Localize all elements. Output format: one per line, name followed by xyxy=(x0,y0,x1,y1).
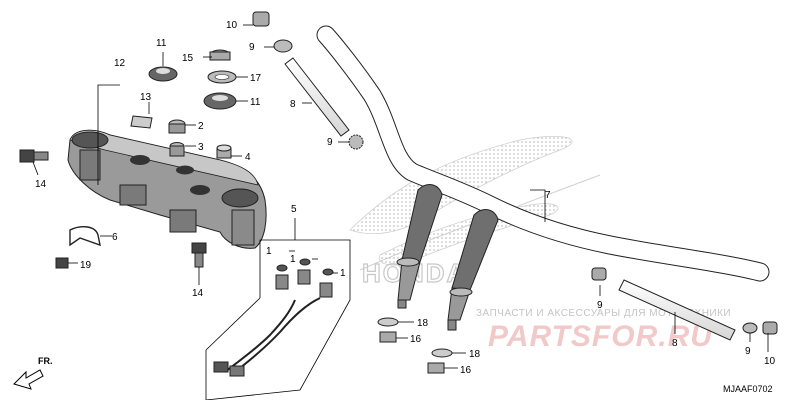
plate-13 xyxy=(130,115,153,129)
shop-tagline-watermark: ЗАПЧАСТИ И АКСЕССУАРЫ ДЛЯ МОТОТЕХНИКИ xyxy=(476,308,731,319)
cap-2 xyxy=(168,119,186,134)
callout-19: 19 xyxy=(80,260,92,271)
washer-18-left xyxy=(377,317,399,327)
callout-2: 2 xyxy=(198,121,204,132)
rubber-11-lower xyxy=(203,92,237,110)
callout-18-right: 18 xyxy=(469,349,481,360)
clip-6 xyxy=(69,226,101,247)
weight-8-top xyxy=(284,57,350,137)
bar-end-collar-10-far xyxy=(762,321,778,335)
callout-11-upper: 11 xyxy=(156,38,167,49)
callout-10-far: 10 xyxy=(764,356,776,367)
callout-16-left: 16 xyxy=(410,334,422,345)
callout-10-top: 10 xyxy=(226,20,238,31)
callout-6: 6 xyxy=(112,232,118,243)
callout-15: 15 xyxy=(182,53,194,64)
shop-logo-watermark: PARTSFOR.RU xyxy=(488,320,713,353)
callout-9-right: 9 xyxy=(597,300,603,311)
callout-16-right: 16 xyxy=(460,365,472,376)
nut-15 xyxy=(209,49,231,61)
rubber-11-upper xyxy=(148,66,178,82)
front-arrow-icon xyxy=(13,369,44,390)
callout-labels: 12 13 11 15 17 11 2 3 4 14 14 6 19 5 1 1… xyxy=(35,20,776,376)
callout-9-far: 9 xyxy=(745,346,751,357)
bolt-14-lower xyxy=(191,242,207,268)
front-label: FR. xyxy=(38,356,53,366)
callout-13: 13 xyxy=(140,92,152,103)
bar-end-collar-10-top xyxy=(252,11,270,27)
callout-14-lower: 14 xyxy=(192,288,204,299)
bar-end-collar-9-mid xyxy=(348,134,364,150)
callout-4: 4 xyxy=(245,152,251,163)
diagram-code: MJAAF0702 xyxy=(723,384,773,394)
callout-5: 5 xyxy=(291,204,297,215)
bolt-14-upper xyxy=(19,149,49,163)
callout-1-b: 1 xyxy=(290,254,296,265)
callout-14-upper: 14 xyxy=(35,179,47,190)
weight-8-right xyxy=(618,279,736,341)
callout-11-lower: 11 xyxy=(250,97,261,108)
handlebar xyxy=(316,25,770,282)
callout-7: 7 xyxy=(545,190,551,201)
plug-4 xyxy=(216,144,232,159)
bar-end-collar-9-far xyxy=(742,322,758,334)
callout-9-mid: 9 xyxy=(327,137,333,148)
callout-18-left: 18 xyxy=(417,318,429,329)
callout-3: 3 xyxy=(198,142,204,153)
cap-3 xyxy=(169,142,185,157)
callout-1-a: 1 xyxy=(266,246,272,257)
front-direction-indicator: FR. xyxy=(13,356,53,390)
bar-end-collar-9-top xyxy=(273,39,293,53)
washer-17 xyxy=(207,70,237,84)
top-bridge xyxy=(67,129,267,249)
callout-17: 17 xyxy=(250,73,262,84)
callout-9-top: 9 xyxy=(249,42,255,53)
callout-8-top: 8 xyxy=(290,99,296,110)
callout-8-right: 8 xyxy=(672,338,678,349)
washer-18-right xyxy=(431,348,453,358)
handlebar-risers xyxy=(396,184,499,331)
bar-end-collar-9-right xyxy=(591,267,607,281)
leader-lines xyxy=(32,24,769,369)
callout-1-c: 1 xyxy=(340,268,346,279)
nut-16-right xyxy=(427,362,445,374)
wire-harness-box xyxy=(205,239,351,400)
wire-harness xyxy=(213,258,334,377)
bolt-19 xyxy=(55,257,69,269)
callout-12: 12 xyxy=(114,58,126,69)
nut-16-left xyxy=(379,331,397,343)
